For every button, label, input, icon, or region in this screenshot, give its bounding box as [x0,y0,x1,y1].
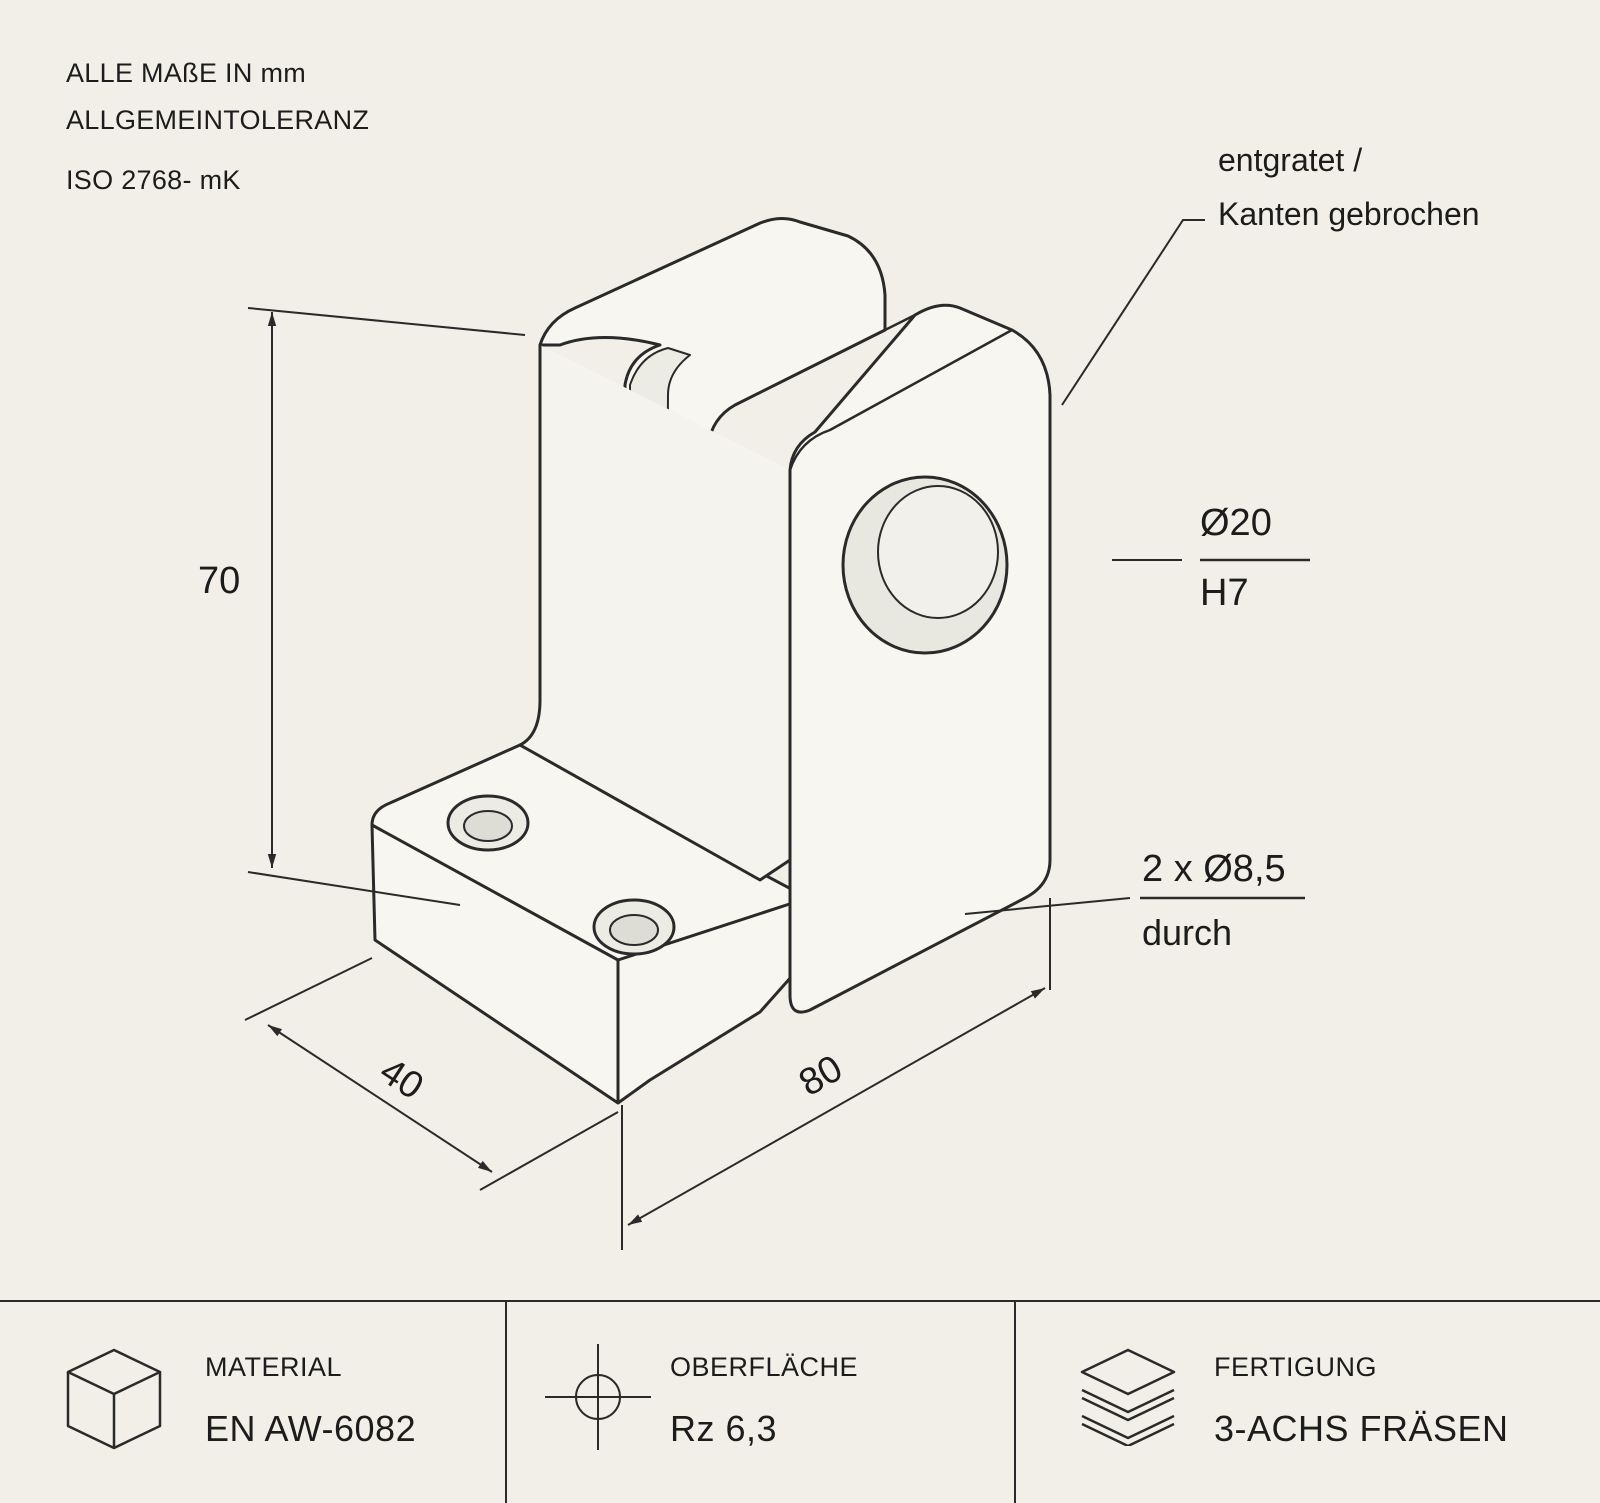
layers-icon [1080,1348,1176,1446]
bore-diameter-label: Ø20 [1200,502,1272,544]
info-footer: MATERIAL EN AW-6082 OBERFLÄCHE Rz 6,3 FE… [0,1300,1600,1503]
dimension-lines [244,219,1310,1250]
surface-label: OBERFLÄCHE [670,1352,859,1382]
footer-divider-2 [1014,1302,1016,1503]
note-tolerance-standard: ISO 2768- mK [66,165,241,195]
dimension-height: 70 [198,560,241,602]
web [518,345,792,882]
material-cell: MATERIAL EN AW-6082 [0,1302,505,1503]
surface-cell: OBERFLÄCHE Rz 6,3 [507,1302,1014,1503]
deburr-note-line1: entgratet / [1218,142,1363,178]
front-upright [788,303,1052,1014]
manufacturing-cell: FERTIGUNG 3-ACHS FRÄSEN [1016,1302,1600,1503]
bore-tolerance-label: H7 [1200,572,1249,614]
crosshair-icon [545,1344,651,1450]
note-tolerance-title: ALLGEMEINTOLERANZ [66,105,370,135]
technical-drawing [244,217,1310,1250]
note-units: ALLE MAßE IN mm [66,58,307,88]
cube-icon [66,1348,162,1450]
bore-inner [877,485,999,619]
footer-divider-1 [505,1302,507,1503]
front-face-edge [788,328,1013,471]
holes-diameter-label: 2 x Ø8,5 [1142,848,1286,890]
part-body [370,217,1052,1105]
front-upright-top [734,313,916,407]
hole-1-inner [463,810,513,842]
holes-type-label: durch [1142,912,1233,953]
material-label: MATERIAL [205,1352,343,1382]
material-value: EN AW-6082 [205,1408,417,1449]
hole-2-inner [609,914,659,946]
manufacturing-value: 3-ACHS FRÄSEN [1214,1408,1509,1449]
surface-value: Rz 6,3 [670,1408,778,1449]
deburr-note-line2: Kanten gebrochen [1218,196,1480,232]
manufacturing-label: FERTIGUNG [1214,1352,1378,1382]
